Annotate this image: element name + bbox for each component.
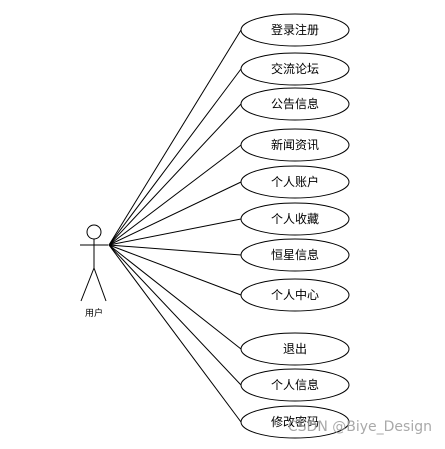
use-case-label-news: 新闻资讯 — [271, 137, 319, 152]
association-line-news — [108, 144, 242, 246]
use-case-ellipse-personal-center — [240, 278, 350, 312]
use-case-personal-account: 个人账户 — [240, 165, 350, 199]
use-case-star-info: 恒星信息 — [240, 238, 350, 272]
actor-user: 用户 — [80, 224, 108, 319]
use-case-ellipse-login-register — [240, 13, 350, 47]
association-line-change-password — [108, 244, 242, 423]
association-line-announcements — [108, 103, 242, 246]
use-cases: 登录注册交流论坛公告信息新闻资讯个人账户个人收藏恒星信息个人中心退出个人信息修改… — [240, 13, 350, 439]
use-case-ellipse-announcements — [240, 87, 350, 121]
use-case-label-change-password: 修改密码 — [271, 414, 319, 429]
use-case-label-personal-account: 个人账户 — [271, 174, 319, 189]
watermark-text: CSDN @Biye_Design — [288, 419, 432, 435]
association-lines — [108, 29, 242, 423]
use-case-label-personal-info: 个人信息 — [271, 377, 319, 392]
use-case-ellipse-forum — [240, 52, 350, 86]
association-line-personal-center — [108, 244, 242, 296]
use-case-label-logout: 退出 — [283, 342, 307, 356]
actor-label: 用户 — [85, 307, 103, 319]
association-line-star-info — [108, 244, 242, 256]
use-case-ellipse-personal-account — [240, 165, 350, 199]
association-line-logout — [108, 244, 242, 350]
use-case-label-personal-center: 个人中心 — [271, 287, 319, 302]
use-case-personal-center: 个人中心 — [240, 278, 350, 312]
use-case-news: 新闻资讯 — [240, 128, 350, 162]
use-case-label-login-register: 登录注册 — [271, 22, 319, 37]
association-line-personal-info — [108, 244, 242, 386]
association-line-favorites — [108, 218, 242, 246]
use-case-label-announcements: 公告信息 — [271, 96, 319, 111]
use-case-personal-info: 个人信息 — [240, 368, 350, 402]
use-case-label-star-info: 恒星信息 — [271, 247, 319, 262]
use-case-label-favorites: 个人收藏 — [271, 212, 319, 226]
use-case-ellipse-logout — [240, 332, 350, 366]
use-case-login-register: 登录注册 — [240, 13, 350, 47]
use-case-announcements: 公告信息 — [240, 87, 350, 121]
association-line-forum — [108, 68, 242, 246]
use-case-logout: 退出 — [240, 332, 350, 366]
actor-head — [86, 224, 102, 240]
use-case-label-forum: 交流论坛 — [271, 61, 319, 76]
use-case-favorites: 个人收藏 — [240, 202, 350, 236]
actor-leg-left — [80, 267, 95, 302]
use-case-ellipse-star-info — [240, 238, 350, 272]
use-case-change-password: 修改密码 — [240, 405, 350, 439]
use-case-ellipse-favorites — [240, 202, 350, 236]
association-line-personal-account — [108, 181, 242, 246]
actor-leg-right — [93, 267, 107, 302]
use-case-ellipse-personal-info — [240, 368, 350, 402]
use-case-ellipse-change-password — [240, 405, 350, 439]
use-case-ellipse-news — [240, 128, 350, 162]
use-case-forum: 交流论坛 — [240, 52, 350, 86]
association-line-login-register — [108, 29, 242, 246]
